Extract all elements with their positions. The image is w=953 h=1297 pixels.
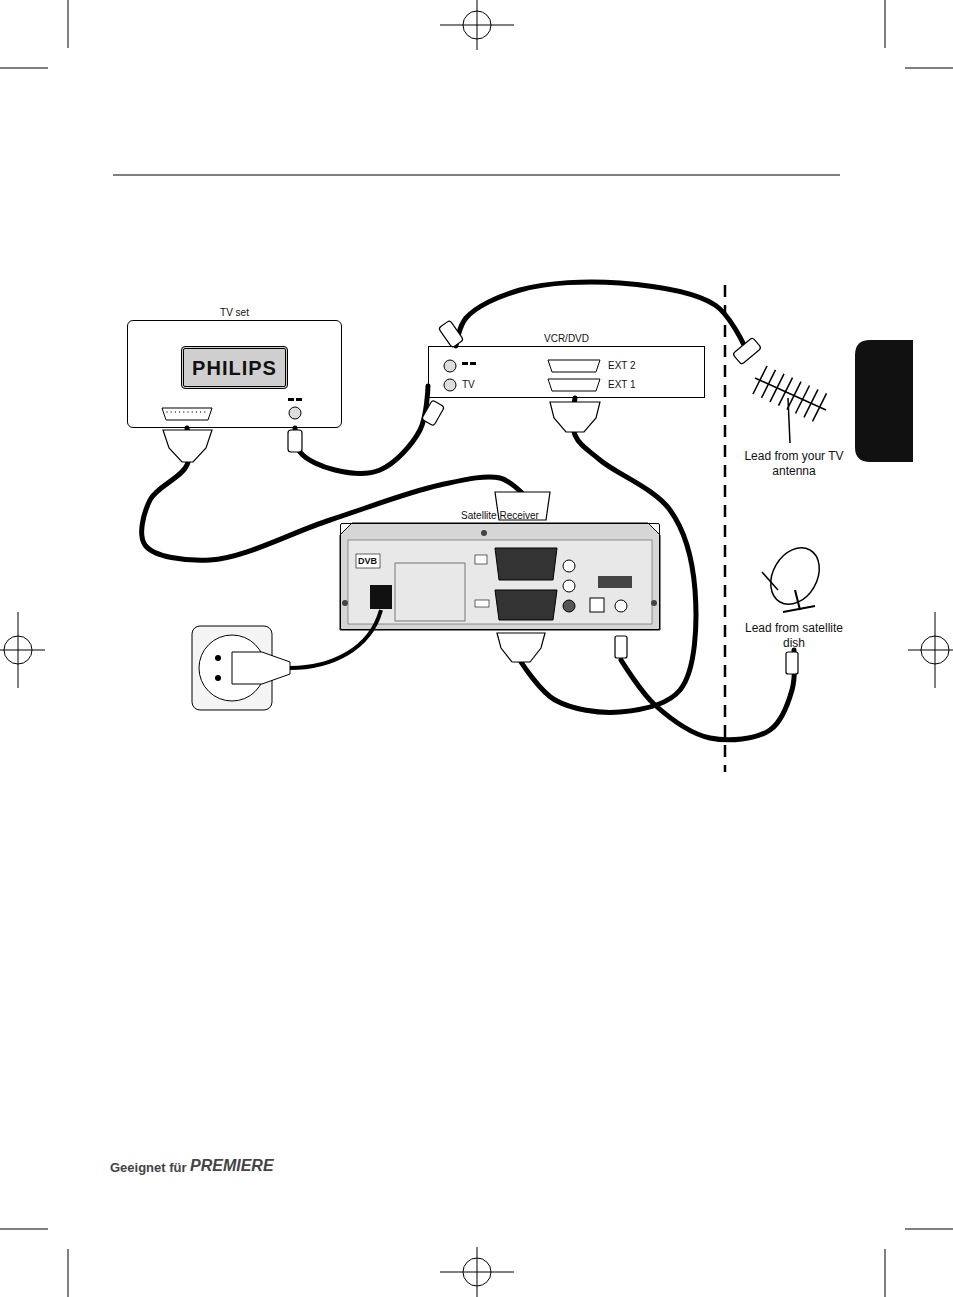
switch: [475, 555, 487, 564]
dish-lead: Lead from satellite dish: [744, 540, 844, 650]
rca-socket: [563, 580, 575, 592]
scart-plug: [497, 633, 545, 662]
antenna-socket: [444, 379, 456, 391]
cable: [621, 650, 794, 740]
scart-socket: [495, 548, 557, 580]
pin: [204, 411, 205, 413]
scart-socket: [495, 590, 557, 620]
coax-plug: [288, 430, 302, 452]
node-heading: TV set: [220, 307, 249, 322]
header-rule: [113, 174, 840, 175]
antenna-symbol: [288, 398, 294, 401]
logo-text: DVB: [358, 556, 377, 566]
logo-plate: [356, 554, 380, 568]
coax-plug: [438, 320, 463, 348]
pin: [179, 411, 180, 413]
tv-set: PHILIPSTV set: [127, 320, 342, 428]
tv-antenna: [753, 366, 827, 443]
pin: [192, 411, 193, 413]
cable: [142, 428, 522, 560]
antenna-socket: [289, 407, 301, 419]
rca-socket: [563, 600, 575, 612]
brand-text: PREMIERE: [190, 1157, 274, 1175]
node-heading: VCR/DVD: [544, 333, 589, 348]
socket-pin: [215, 675, 221, 681]
label-area: [395, 563, 465, 621]
lnb-socket: [615, 600, 627, 612]
antenna-socket: [444, 360, 456, 372]
coax-plug: [733, 337, 762, 364]
node-label: PHILIPS: [184, 356, 285, 379]
pin: [196, 411, 197, 413]
satellite-dish: [761, 539, 829, 613]
antenna-symbol: [462, 362, 468, 365]
brand-logo: PHILIPS: [181, 346, 288, 389]
node-label: Lead from satellite dish: [744, 621, 844, 650]
scart-socket: [548, 379, 600, 391]
f-plug: [615, 636, 627, 658]
pin: [171, 411, 172, 413]
power-inlet: [370, 585, 392, 609]
node-heading: Satellite Receiver: [461, 510, 539, 525]
vcr-dvd: VCR/DVD: [428, 346, 705, 398]
tab-marker: [855, 340, 913, 462]
scart-socket: [162, 408, 212, 420]
switch: [475, 600, 489, 607]
socket-pin: [215, 655, 221, 661]
rear-panel: [348, 540, 652, 624]
antenna-symbol: [470, 362, 476, 365]
antenna-symbol: [296, 398, 302, 401]
pin: [175, 411, 176, 413]
modem-socket: [590, 598, 604, 612]
pin: [183, 411, 184, 413]
port-label: TV: [462, 379, 475, 390]
sticker: [598, 576, 632, 588]
footer-text: Geeignet für: [110, 1160, 187, 1175]
scart-plug: [163, 430, 212, 462]
antenna-lead: Lead from your TV antenna: [744, 330, 844, 478]
f-plug: [786, 652, 798, 674]
pin: [167, 411, 168, 413]
mains-plug: [232, 652, 290, 684]
cable: [295, 386, 428, 473]
antenna-element: [813, 393, 827, 421]
coax-plug: [421, 400, 444, 426]
port-label: EXT 1: [608, 379, 636, 390]
screw: [342, 600, 348, 606]
scart-socket: [548, 360, 600, 372]
node-label: Lead from your TV antenna: [744, 449, 844, 478]
rca-socket: [563, 560, 575, 572]
divider-line: [724, 285, 727, 772]
pin: [200, 411, 201, 413]
cable: [521, 398, 696, 712]
cable: [456, 282, 744, 346]
port-label: EXT 2: [608, 360, 636, 371]
pin: [188, 411, 189, 413]
screw: [481, 530, 487, 536]
satellite-receiver: Satellite Receiver: [340, 523, 660, 630]
screw: [651, 600, 657, 606]
scart-pins: [167, 411, 205, 413]
power-cable: [290, 610, 381, 668]
receiver-body: [340, 523, 660, 630]
scart-plug: [550, 402, 600, 432]
